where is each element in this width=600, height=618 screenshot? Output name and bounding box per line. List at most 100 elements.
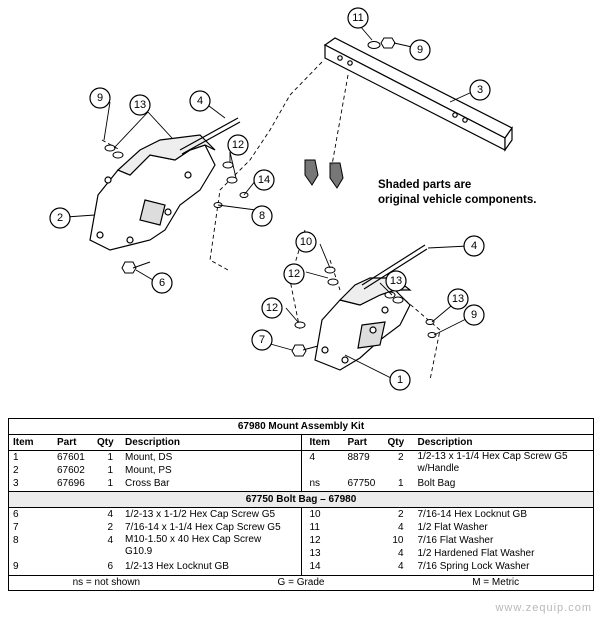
kit-title: 67980 Mount Assembly Kit: [9, 419, 593, 435]
cell-description: M10-1.50 x 40 Hex Cap Screw G10.9: [125, 534, 262, 557]
table-row: 4 8879 2 1/2-13 x 1-1/4 Hex Cap Screw G5…: [302, 451, 594, 477]
cell-item: 1: [13, 452, 19, 463]
cell-item: 13: [309, 548, 321, 559]
table-row: 12 10 7/16 Flat Washer: [302, 534, 594, 547]
cell-description: Mount, DS: [125, 452, 173, 463]
cell-item: 8: [13, 535, 19, 546]
cell-description: 1/2 Flat Washer: [417, 522, 488, 533]
svg-text:11: 11: [352, 12, 363, 24]
svg-text:12: 12: [288, 268, 300, 280]
svg-text:3: 3: [477, 84, 483, 96]
svg-text:1: 1: [397, 374, 403, 386]
cell-item: 11: [309, 522, 320, 533]
cell-qty: 4: [107, 509, 113, 520]
svg-text:4: 4: [471, 240, 477, 252]
cross-bar-part: [323, 37, 513, 152]
header-description: Description: [417, 437, 473, 448]
cell-qty: 2: [397, 509, 404, 520]
cell-qty: 2: [397, 452, 404, 463]
callout-13-mid: 13: [385, 270, 407, 292]
callout-10: 10: [295, 231, 317, 253]
cell-qty: 10: [392, 535, 404, 546]
callout-2: 2: [49, 207, 71, 229]
header-item: Item: [13, 437, 34, 448]
cell-description: Bolt Bag: [417, 478, 456, 489]
callout-1: 1: [389, 369, 411, 391]
svg-text:9: 9: [97, 92, 103, 104]
svg-text:12: 12: [232, 139, 244, 151]
legend-grade: G = Grade: [277, 577, 325, 588]
table-row: 3 67696 1 Cross Bar: [9, 477, 301, 490]
cell-part: 67750: [347, 478, 376, 489]
legend-metric: M = Metric: [472, 577, 520, 588]
cell-qty: 4: [107, 535, 113, 546]
callout-11: 11: [347, 7, 369, 29]
table-row: 7 2 7/16-14 x 1-1/4 Hex Cap Screw G5: [9, 521, 301, 534]
callout-8: 8: [251, 205, 273, 227]
cell-qty: 6: [107, 561, 113, 572]
svg-text:13: 13: [390, 275, 402, 287]
header-qty: Qty: [97, 437, 114, 448]
svg-text:2: 2: [57, 212, 63, 224]
handle-bolts: [179, 117, 428, 290]
table-row: 6 4 1/2-13 x 1-1/2 Hex Cap Screw G5: [9, 508, 301, 521]
table-row: 10 2 7/16-14 Hex Locknut GB: [302, 508, 594, 521]
cell-item: 6: [13, 509, 19, 520]
callout-13-right: 13: [447, 288, 469, 310]
legend-ns: ns = not shown: [72, 577, 141, 588]
cell-description: Mount, PS: [125, 465, 172, 476]
cell-qty: 2: [107, 522, 113, 533]
note-line-1: Shaded parts are: [378, 179, 472, 191]
table-row: 11 4 1/2 Flat Washer: [302, 521, 594, 534]
svg-text:9: 9: [417, 44, 423, 56]
callout-4-right: 4: [463, 235, 485, 257]
svg-text:13: 13: [134, 99, 146, 111]
svg-text:12: 12: [266, 302, 278, 314]
cell-qty: 1: [397, 478, 404, 489]
cell-description: Cross Bar: [125, 478, 170, 489]
bag-rows: 6 4 1/2-13 x 1-1/2 Hex Cap Screw G5 7 2 …: [9, 508, 593, 575]
svg-text:10: 10: [300, 236, 312, 248]
exploded-parts-diagram: 11 9 3 9 13 4 12 14 8 2 6 10 12 4 13 12 …: [49, 7, 513, 391]
cell-item: 9: [13, 561, 19, 572]
column-headers: Item Part Qty Description Item Part Qty …: [9, 435, 593, 451]
cell-qty: 4: [397, 522, 404, 533]
cell-item: 7: [13, 522, 19, 533]
header-qty: Qty: [387, 437, 405, 448]
callout-6: 6: [151, 272, 173, 294]
mount-ps-part: [89, 134, 216, 251]
washers-and-nuts: [104, 144, 437, 338]
cell-qty: 1: [107, 478, 113, 489]
table-row: 13 4 1/2 Hardened Flat Washer: [302, 547, 594, 560]
callout-12-low: 12: [261, 297, 283, 319]
cell-part: 67696: [57, 478, 85, 489]
shaded-parts-note: Shaded parts are original vehicle compon…: [378, 178, 578, 208]
callout-12-left: 12: [227, 134, 249, 156]
table-row: 2 67602 1 Mount, PS: [9, 464, 301, 477]
svg-text:7: 7: [259, 334, 265, 346]
vehicle-brackets: [304, 159, 344, 189]
header-item: Item: [309, 437, 331, 448]
watermark: www.zequip.com: [495, 602, 592, 614]
top-hardware: [367, 37, 396, 49]
cell-qty: 4: [397, 561, 404, 572]
cell-qty: 4: [397, 548, 404, 559]
cell-description: 1/2-13 x 1-1/4 Hex Cap Screw G5 w/Handle: [417, 451, 568, 474]
cell-description: 7/16 Flat Washer: [417, 535, 494, 546]
callout-13-left: 13: [129, 94, 151, 116]
callout-14: 14: [253, 169, 275, 191]
svg-text:8: 8: [259, 210, 265, 222]
svg-text:9: 9: [471, 309, 477, 321]
cell-qty: 1: [107, 452, 113, 463]
table-row: ns 67750 1 Bolt Bag: [302, 477, 594, 490]
parts-table: 67980 Mount Assembly Kit Item Part Qty D…: [8, 418, 594, 591]
cell-part: 8879: [347, 452, 370, 463]
callout-9-left: 9: [89, 87, 111, 109]
header-part: Part: [57, 437, 77, 448]
callout-9-top: 9: [409, 39, 431, 61]
cell-description: 1/2-13 x 1-1/2 Hex Cap Screw G5: [125, 509, 276, 520]
cell-item: 2: [13, 465, 19, 476]
svg-text:4: 4: [197, 95, 203, 107]
cap-screws: [121, 261, 319, 357]
cell-description: 7/16 Spring Lock Washer: [417, 561, 530, 572]
